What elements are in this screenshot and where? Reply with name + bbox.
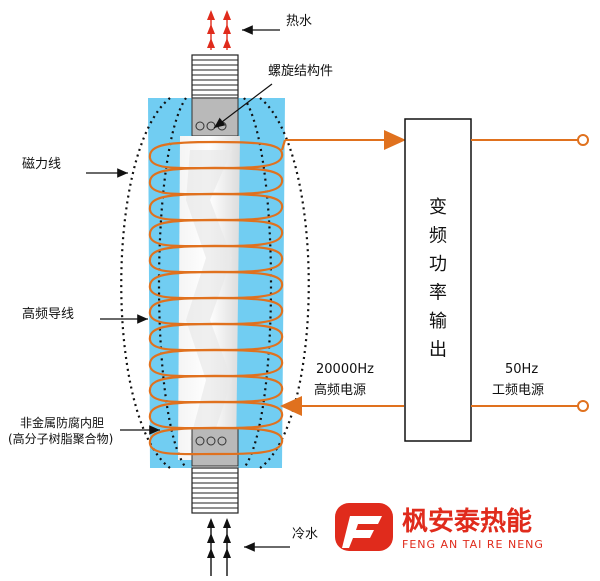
liner-label-line1: 非金属防腐内胆 — [20, 415, 104, 430]
brand-name-en: FENG AN TAI RE NENG — [402, 538, 544, 551]
top-cap — [191, 97, 239, 137]
liner-label-line2: (高分子树脂聚合物) — [8, 431, 113, 446]
spiral-part-label: 螺旋结构件 — [268, 64, 333, 79]
cold-water-label: 冷水 — [292, 527, 318, 542]
coil-turn — [148, 426, 284, 456]
magnetic-lines-label: 磁力线 — [22, 157, 61, 172]
spiral-part-pointer — [213, 83, 273, 129]
converter-label-char: 频 — [429, 226, 447, 247]
converter-label-char: 功 — [429, 254, 447, 275]
hf-wire-label: 高频导线 — [22, 306, 74, 322]
hf-source-label: 高频电源 — [314, 382, 366, 398]
coil-lead-top — [280, 139, 287, 151]
converter-label-char: 出 — [429, 340, 447, 361]
cold-water-inlet-arrows — [207, 518, 231, 576]
bottom-cap — [191, 427, 239, 467]
converter-label-char: 输 — [429, 311, 447, 332]
converter-label-char: 率 — [429, 283, 447, 304]
lf-source-label: 工频电源 — [492, 383, 544, 398]
brand-logo: 枫安泰热能 FENG AN TAI RE NENG — [335, 503, 544, 551]
terminal-bottom — [577, 400, 589, 412]
hf-frequency-label: 20000Hz — [316, 362, 374, 377]
top-pipe — [191, 54, 239, 99]
brand-name-cn: 枫安泰热能 — [402, 506, 532, 537]
hot-water-outlet-arrows — [207, 10, 231, 50]
lf-frequency-label: 50Hz — [505, 362, 538, 377]
converter-label-char: 变 — [429, 197, 447, 218]
terminal-top — [577, 134, 589, 146]
bottom-pipe — [191, 467, 239, 514]
hot-water-label: 热水 — [286, 14, 312, 29]
coil — [148, 139, 287, 456]
converter-box — [404, 118, 472, 442]
